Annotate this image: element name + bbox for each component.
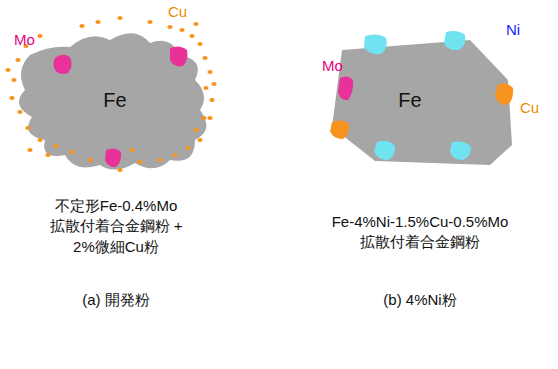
element-label: Fe [398,89,421,112]
cu-dot [9,96,14,100]
element-label: Mo [322,56,343,76]
powder-particle: Fe [10,25,216,175]
element-label: Fe [103,89,126,112]
cu-dot [207,116,212,120]
figure-caption: (a) 開発粉 [82,290,150,310]
element-label: Ni [506,20,520,40]
cu-dot [179,28,184,32]
cu-dot [209,98,214,102]
cu-dot [5,68,10,72]
cu-dot [202,56,207,60]
element-label: Cu [168,2,187,22]
powder-particle: Fe [320,35,520,175]
fe-particle [332,40,512,165]
cu-dot [197,138,202,142]
cu-dot [207,70,212,74]
cu-dot [203,86,208,90]
cu-dot [167,25,172,29]
cu-dot [189,34,194,38]
cu-dot [197,42,202,46]
powder-description: 不定形Fe-0.4%Mo 拡散付着合金鋼粉 + 2%微細Cu粉 [46,196,186,257]
powder-description: Fe-4%Ni-1.5%Cu-0.5%Mo 拡散付着合金鋼粉 [330,212,510,253]
cu-dot [147,20,152,24]
element-label: Cu [520,98,539,118]
cu-dot [79,24,84,28]
cu-dot [15,58,20,62]
cu-dot [95,20,100,24]
figure-caption: (b) 4%Ni粉 [383,290,456,310]
fe-particle [19,33,207,169]
cu-dot [211,82,216,86]
cu-dot [193,22,198,26]
cu-dot [37,34,42,38]
cu-dot [117,16,122,20]
element-label: Mo [14,30,35,50]
cu-dot [11,78,16,82]
cu-dot [27,148,32,152]
cu-dot [17,110,22,114]
fine-cu-powder [5,16,216,172]
